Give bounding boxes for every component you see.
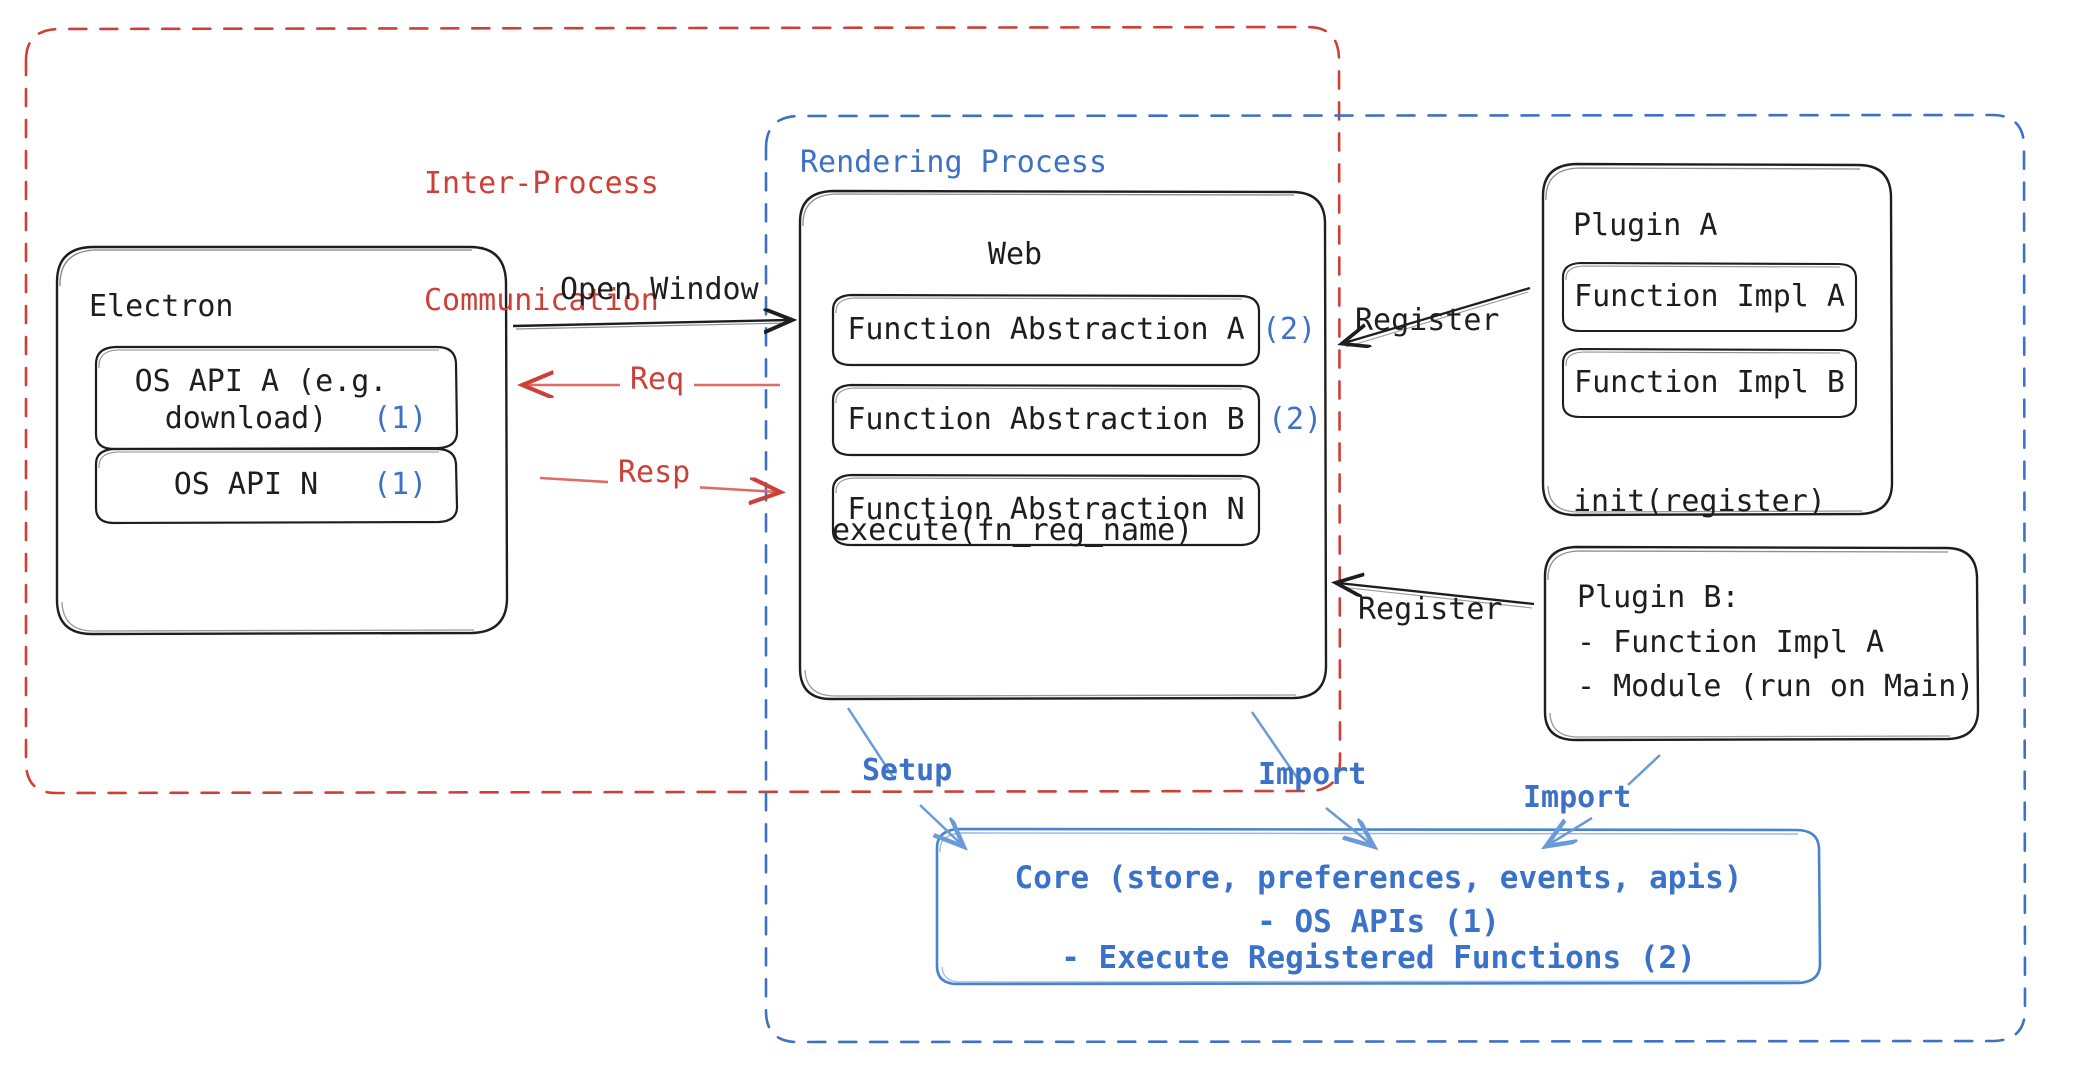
plugin-a-title: Plugin A — [1573, 208, 1718, 243]
resp-label: Resp — [608, 455, 701, 490]
os-api-a-badge: (1) — [373, 401, 428, 436]
plugin-b-item-module: - Module (run on Main) — [1577, 669, 1975, 704]
core-item-os-apis: - OS APIs (1) — [1257, 904, 1500, 940]
function-abstraction-a-badge: (2) — [1262, 312, 1317, 347]
function-abstraction-n-box[interactable]: Function Abstraction N — [833, 475, 1259, 545]
function-impl-b-box[interactable]: Function Impl B — [1563, 349, 1856, 417]
function-abstraction-b-badge: (2) — [1268, 402, 1323, 437]
electron-box[interactable]: Electron — [57, 247, 507, 634]
function-abstraction-a-box[interactable]: Function Abstraction A — [833, 295, 1259, 365]
os-api-a-box[interactable]: OS API A (e.g. download) (1) — [96, 347, 457, 449]
function-abstraction-a-label: Function Abstraction A — [847, 312, 1245, 347]
ipc-label-line2: Communication — [424, 283, 659, 318]
rendering-process-label: Rendering Process — [800, 145, 1108, 180]
function-impl-a-label: Function Impl A — [1574, 279, 1845, 314]
os-api-n-label: OS API N — [173, 467, 319, 502]
open-window-label: Open Window — [560, 272, 759, 307]
function-abstraction-b-label: Function Abstraction B — [847, 402, 1245, 437]
register-plugin-b-label: Register — [1358, 592, 1503, 627]
setup-label: Setup — [862, 753, 953, 788]
electron-title: Electron — [89, 289, 234, 324]
plugin-b-title: Plugin B: — [1577, 580, 1740, 615]
web-title: Web — [987, 237, 1043, 272]
function-abstraction-b-box[interactable]: Function Abstraction B — [833, 385, 1259, 455]
ipc-label-line1: Inter-Process — [424, 166, 659, 201]
import-web-label: Import — [1258, 757, 1367, 792]
function-impl-b-label: Function Impl B — [1574, 365, 1845, 400]
req-label: Req — [620, 362, 695, 397]
os-api-n-box[interactable]: OS API N (1) — [96, 449, 457, 523]
plugin-b-item-function-impl-a: - Function Impl A — [1577, 625, 1885, 660]
core-item-execute-registered-functions: - Execute Registered Functions (2) — [1061, 940, 1696, 976]
register-plugin-a-label: Register — [1355, 303, 1500, 338]
core-title: Core (store, preferences, events, apis) — [1014, 860, 1743, 896]
function-abstraction-n-label: Function Abstraction N — [847, 492, 1245, 527]
function-impl-a-box[interactable]: Function Impl A — [1563, 263, 1856, 331]
os-api-n-badge: (1) — [373, 467, 428, 502]
plugin-b-box[interactable]: Plugin B: - Function Impl A - Module (ru… — [1545, 547, 1978, 740]
core-box[interactable]: Core (store, preferences, events, apis) … — [937, 829, 1820, 984]
web-box[interactable]: Web execute(fn_reg_name) — [800, 191, 1326, 699]
web-execute-label: execute(fn_reg_name) — [832, 513, 1194, 548]
plugin-a-box[interactable]: Plugin A init(register) — [1543, 164, 1892, 519]
plugin-a-init-label: init(register) — [1573, 484, 1826, 519]
os-api-a-label-line1: OS API A (e.g. — [134, 364, 388, 399]
import-plugin-b-label: Import — [1523, 780, 1632, 815]
ipc-container-label: Inter-Process Communication — [424, 86, 659, 398]
os-api-a-label-line2: download) — [164, 401, 328, 436]
